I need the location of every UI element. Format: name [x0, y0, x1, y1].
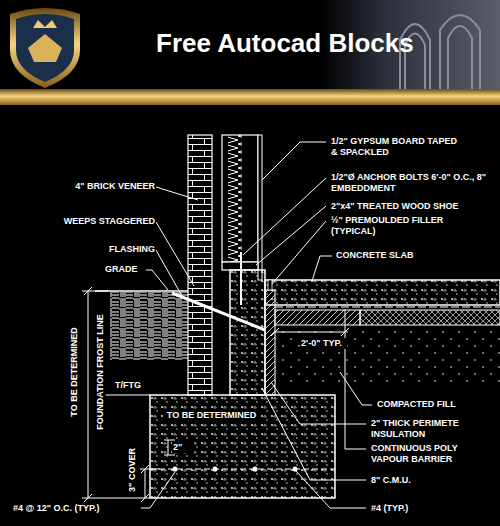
brick-veneer: [188, 135, 212, 395]
callout-label: FOUNDATION FROST LINE: [95, 313, 106, 430]
callout-label: 4" BRICK VENEER: [12, 181, 156, 192]
callout-label: CONCRETE SLAB: [335, 250, 497, 261]
callout-label: TO BE DETERMINED: [163, 410, 260, 421]
callout-label: 8" C.M.U.: [370, 475, 492, 486]
header-band: [0, 0, 500, 90]
premoulded-filler: [268, 280, 272, 290]
under-slab-insulation: [275, 310, 360, 325]
flashing: [172, 293, 265, 330]
batt-insulation: [228, 135, 242, 262]
callout-label: FLASHING: [12, 244, 156, 255]
callout-label: 3" COVER: [127, 447, 138, 493]
earth-backfill: [110, 292, 188, 360]
rebar-dots: [173, 467, 298, 472]
callout-label: 1/2" GYPSUM BOARD TAPED & SPACKLED: [330, 136, 462, 158]
callout-label: ½" PREMOULDED FILLER (TYPICAL): [330, 215, 452, 237]
rebar-longitudinal: [150, 469, 335, 470]
callout-label: WEEPS STAGGERED: [12, 216, 156, 227]
page-title: Free Autocad Blocks: [156, 28, 414, 59]
callout-label: 1/2"Ø ANCHOR BOLTS 6'-0" O.C., 8" EMBEDD…: [330, 172, 497, 194]
callout-label: T/FTG: [114, 380, 156, 391]
granular-base: [360, 310, 500, 325]
vapour-barrier: [275, 307, 500, 308]
grade-line: [95, 290, 188, 292]
shield-logo: [10, 8, 80, 88]
compacted-fill: [275, 327, 500, 387]
callout-label: 2": [172, 442, 194, 453]
callout-label: 2" THICK PERIMETE INSULATION: [370, 418, 497, 440]
callout-label: #4 (TYP.): [370, 503, 492, 514]
callout-label: GRADE: [104, 264, 146, 275]
callout-label: 2'-0" TYP.: [300, 338, 347, 349]
anchor-bolt: [240, 252, 242, 305]
callout-label: COMPACTED FILL: [376, 399, 497, 410]
callout-label: #4 @ 12" O.C. (TYP.): [12, 503, 141, 514]
callout-label: 2"x4" TREATED WOOD SHOE: [330, 201, 497, 212]
callout-label: TO BE DETERMINED: [69, 326, 80, 417]
dimension-lines: [82, 287, 349, 502]
gypsum-board: [258, 135, 262, 280]
callout-label: CONTINUOUS POLY VAPOUR BARRIER: [370, 443, 497, 465]
gold-bar: [0, 89, 500, 105]
cmu-wall: [230, 270, 265, 395]
concrete-slab: [265, 280, 500, 305]
stud-wall: [222, 135, 258, 262]
leader-lines: [140, 142, 372, 508]
